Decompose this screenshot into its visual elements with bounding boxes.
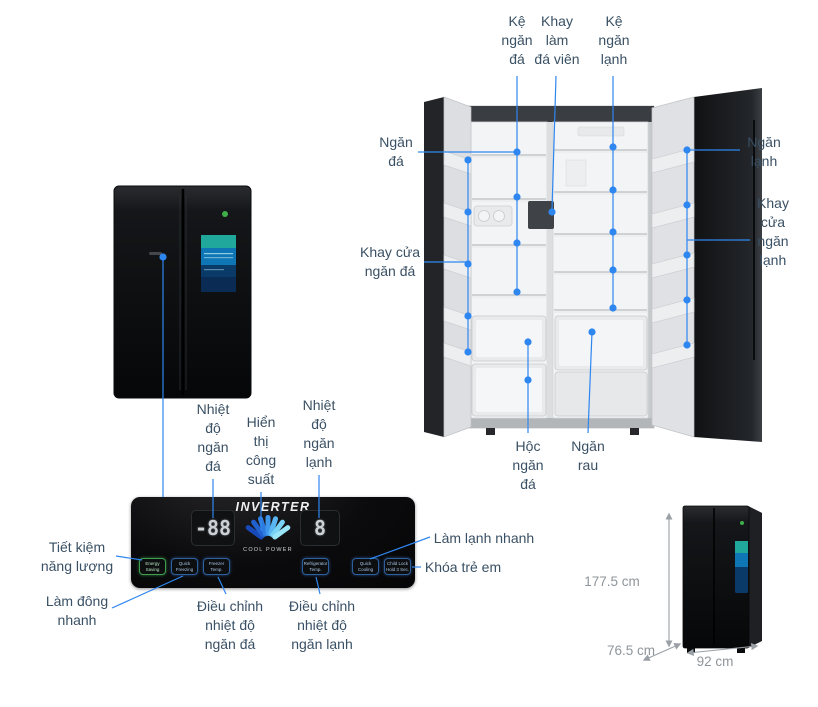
open-fridge-illustration bbox=[424, 88, 762, 442]
door-display-screen bbox=[201, 235, 236, 292]
label-ngan-da: Ngăn đá bbox=[379, 134, 413, 170]
refrigerator-temp-button[interactable]: Refrigerator Temp. bbox=[302, 558, 329, 575]
freezer-temp-display: -88 bbox=[191, 510, 235, 546]
small-fridge-side bbox=[748, 506, 762, 648]
label-nhiet-do-ngan-da: Nhiệt độ ngăn đá bbox=[196, 401, 230, 475]
cool-power-fan-icon bbox=[241, 506, 295, 546]
quick-freezing-button[interactable]: Quick Freezing bbox=[171, 558, 198, 575]
freezer-drawers bbox=[471, 315, 547, 417]
freezer-shelves bbox=[472, 154, 546, 296]
cool-power-label: COOL POWER bbox=[243, 547, 293, 553]
closed-fridge-illustration bbox=[113, 185, 252, 399]
energy-saving-button[interactable]: Energy Saving bbox=[139, 558, 166, 575]
label-tiet-kiem-nang-luong: Tiết kiệm năng lượng bbox=[40, 539, 114, 575]
control-panel: INVERTER -88 COOL POWER 8 Energy Saving … bbox=[131, 497, 415, 588]
label-khoa-tre-em: Khóa trẻ em bbox=[424, 559, 502, 575]
quick-cooling-button[interactable]: Quick Cooling bbox=[352, 558, 379, 575]
label-ngan-rau: Ngăn rau bbox=[571, 438, 605, 474]
brand-mark bbox=[149, 252, 162, 255]
label-height-dimension: 177.5 cm bbox=[584, 574, 640, 589]
fridge-bottom-drawer bbox=[554, 371, 648, 417]
small-fridge-display bbox=[735, 541, 748, 593]
label-ke-ngan-da: Kệ ngăn đá bbox=[501, 13, 533, 68]
label-nhiet-do-ngan-lanh: Nhiệt độ ngăn lạnh bbox=[302, 397, 336, 471]
label-depth-dimension: 76.5 cm bbox=[606, 643, 656, 658]
ice-maker-unit bbox=[528, 201, 554, 229]
label-khay-cua-ngan-lanh: Khay cửa ngăn lạnh bbox=[757, 195, 789, 269]
right-door-outer-panel bbox=[694, 88, 762, 442]
fridge-temp-display: 8 bbox=[300, 510, 340, 546]
label-width-dimension: 92 cm bbox=[696, 654, 734, 669]
cabinet-top-frame bbox=[464, 106, 654, 122]
label-hien-thi-cong-suat: Hiển thị công suất bbox=[245, 414, 277, 488]
label-ke-ngan-lanh: Kệ ngăn lạnh bbox=[598, 13, 630, 68]
child-lock-button[interactable]: Child Lock Hold 3 Sec. bbox=[384, 558, 411, 575]
left-door bbox=[424, 96, 472, 438]
small-fridge-illustration bbox=[682, 505, 762, 653]
label-dieu-chinh-ngan-da: Điều chỉnh nhiệt độ ngăn đá bbox=[196, 598, 264, 653]
label-ngan-lanh: Ngăn lạnh bbox=[747, 134, 781, 170]
eco-leaf-badge bbox=[222, 211, 228, 217]
label-khay-lam-da-vien: Khay làm đá viên bbox=[534, 13, 580, 68]
inverter-logo: INVERTER bbox=[235, 500, 311, 514]
right-door bbox=[651, 96, 695, 438]
label-hoc-ngan-da: Hộc ngăn đá bbox=[512, 438, 544, 493]
label-dieu-chinh-ngan-lanh: Điều chỉnh nhiệt độ ngăn lạnh bbox=[288, 598, 356, 653]
vegetable-drawer bbox=[554, 315, 648, 371]
fridge-shelves bbox=[554, 149, 647, 311]
fridge-ceiling-light bbox=[577, 126, 625, 137]
label-lam-dong-nhanh: Làm đông nhanh bbox=[45, 593, 109, 629]
label-lam-lanh-nhanh: Làm lạnh nhanh bbox=[433, 530, 535, 546]
freezer-temp-button[interactable]: Freezer Temp. bbox=[203, 558, 230, 575]
ice-cube-tray bbox=[473, 205, 513, 227]
center-divider bbox=[547, 122, 553, 418]
label-khay-cua-ngan-da: Khay cửa ngăn đá bbox=[360, 244, 420, 280]
